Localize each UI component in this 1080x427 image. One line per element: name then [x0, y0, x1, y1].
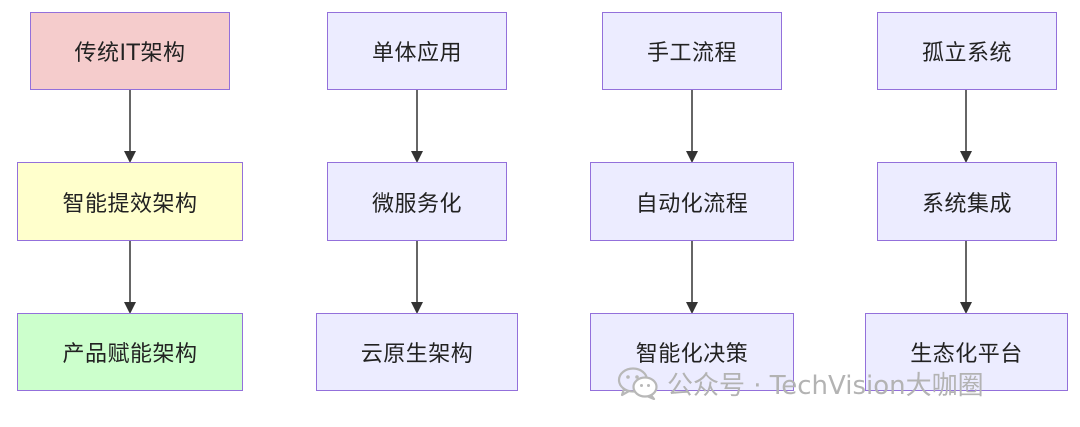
node-ecosystem-platform: 生态化平台: [865, 313, 1068, 391]
node-microservices: 微服务化: [327, 162, 507, 241]
node-system-integration: 系统集成: [877, 162, 1057, 241]
node-label: 单体应用: [371, 41, 462, 66]
node-label: 传统IT架构: [74, 41, 186, 66]
node-label: 手工流程: [646, 41, 737, 66]
node-monolith: 单体应用: [327, 12, 507, 90]
node-label: 自动化流程: [635, 191, 749, 217]
node-cloud-native: 云原生架构: [316, 313, 518, 391]
node-label: 系统集成: [921, 191, 1012, 217]
node-label: 微服务化: [371, 191, 462, 217]
node-smart-efficiency: 智能提效架构: [17, 162, 243, 241]
node-label: 孤立系统: [921, 41, 1012, 66]
node-label: 智能化决策: [635, 342, 749, 367]
watermark-text: 公众号 · TechVision大咖圈: [667, 370, 984, 401]
node-manual-process: 手工流程: [602, 12, 782, 90]
node-isolated-system: 孤立系统: [877, 12, 1057, 90]
node-automated-process: 自动化流程: [590, 162, 794, 241]
node-traditional-it: 传统IT架构: [30, 12, 230, 90]
node-label: 生态化平台: [910, 342, 1023, 367]
node-product-empowerment: 产品赋能架构: [17, 313, 243, 391]
node-label: 云原生架构: [360, 342, 474, 367]
node-intelligent-decision: 智能化决策: [590, 313, 794, 391]
node-label: 智能提效架构: [62, 191, 198, 217]
watermark: 公众号 · TechVision大咖圈: [617, 365, 984, 401]
wechat-icon: [617, 367, 658, 400]
node-label: 产品赋能架构: [62, 342, 198, 367]
